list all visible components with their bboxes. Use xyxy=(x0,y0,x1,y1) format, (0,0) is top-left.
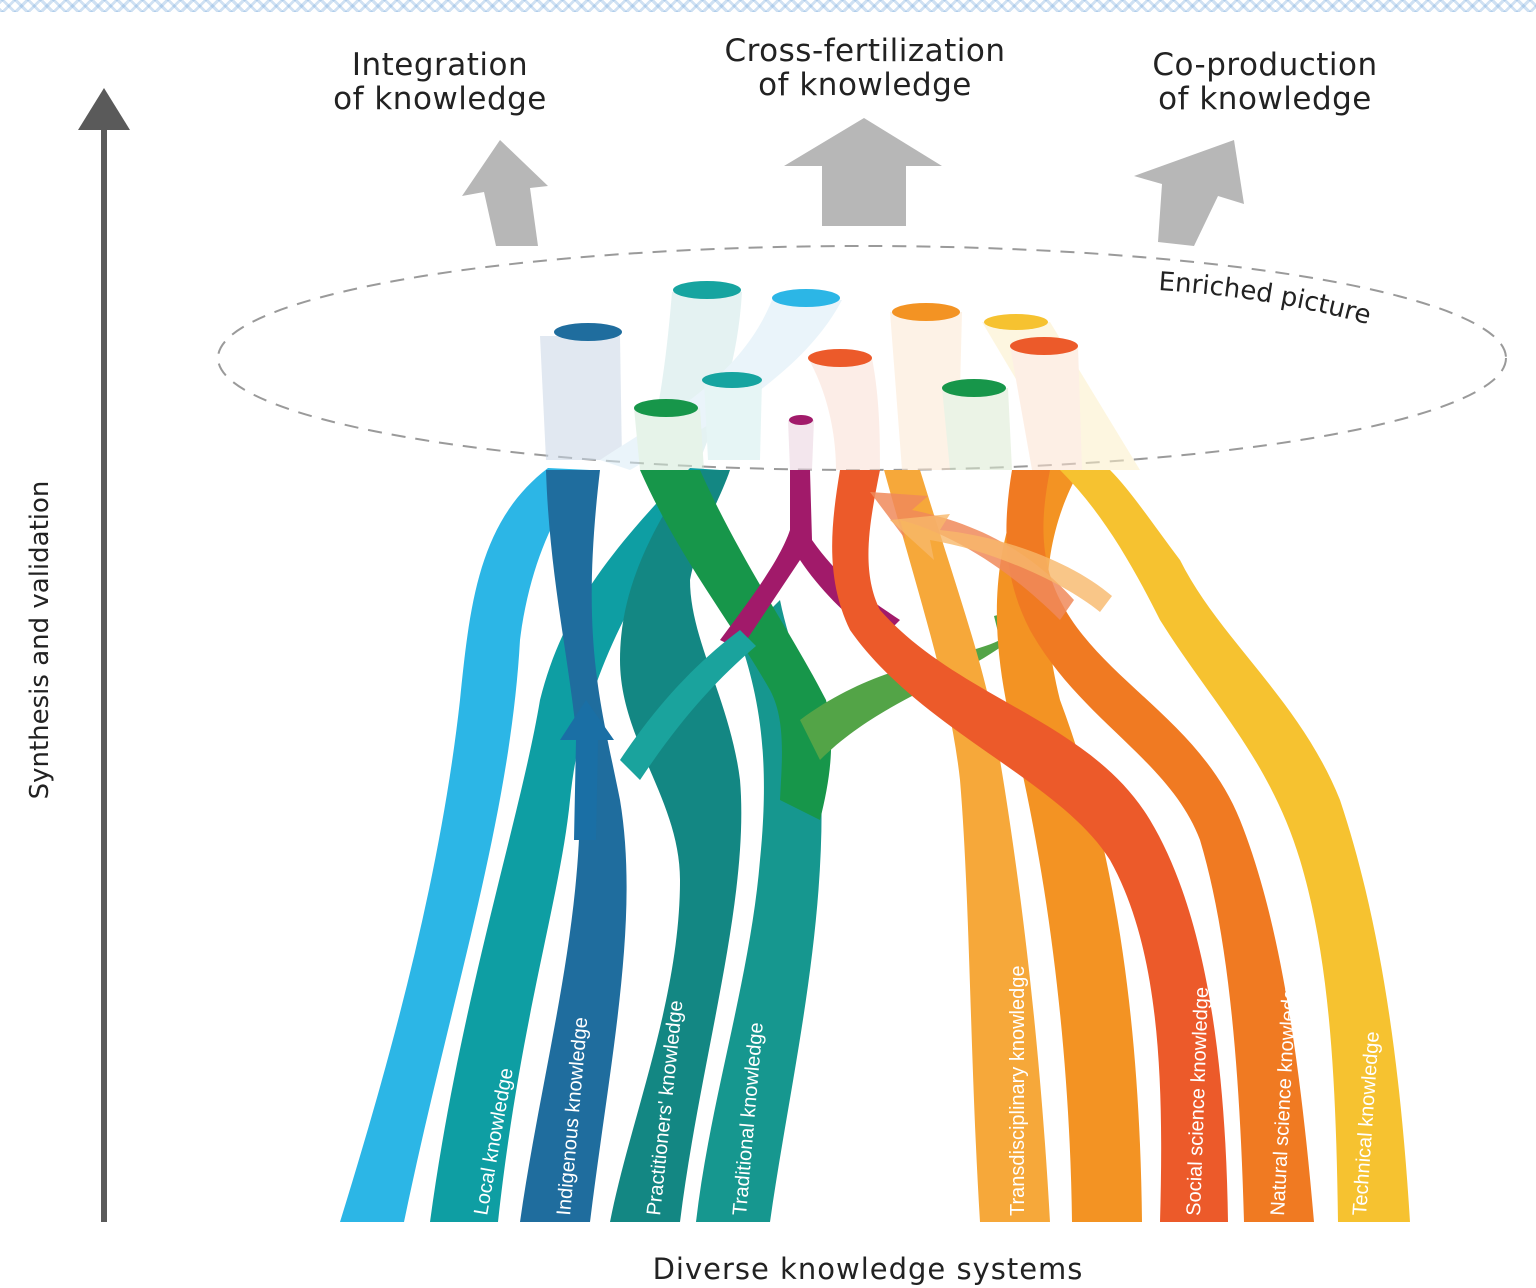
transdisciplinary-knowledge-stream xyxy=(884,470,1050,1222)
stream-caps xyxy=(554,281,1078,425)
integration-of-knowledge-label: Integration of knowledge xyxy=(310,48,570,116)
cross-line1: Cross-fertilization xyxy=(724,33,1006,69)
social-science-knowledge-stream xyxy=(832,470,1228,1222)
synthesis-and-validation-label: Synthesis and validation xyxy=(25,480,55,800)
practitioners-knowledge-stream xyxy=(610,470,742,1222)
coproduction-line2: of knowledge xyxy=(1158,81,1372,117)
transdisciplinary-knowledge-label: Transdisciplinary knowledge xyxy=(1007,966,1029,1217)
sky-blue-stream xyxy=(340,468,590,1222)
light-orange-arrow xyxy=(890,514,1112,612)
integration-up-arrow xyxy=(462,140,548,246)
synthesis-axis-arrow xyxy=(78,88,130,1222)
coproduction-up-arrow xyxy=(1134,140,1244,246)
enriched-picture-ellipse xyxy=(217,245,1507,471)
cross-line2: of knowledge xyxy=(758,67,972,103)
natural-science-knowledge-stream xyxy=(1006,470,1314,1222)
orange-stream xyxy=(996,470,1142,1222)
blue-up-arrow xyxy=(560,700,614,840)
local-knowledge-stream xyxy=(430,468,720,1222)
enriched-picture-label: Enriched picture xyxy=(1158,267,1375,331)
decorative-top-border xyxy=(0,0,1536,12)
technical-knowledge-stream xyxy=(1060,470,1410,1222)
teal-branch-arrow xyxy=(620,630,756,780)
integration-line1: Integration xyxy=(351,47,529,83)
cross-fertilization-of-knowledge-label: Cross-fertilization of knowledge xyxy=(690,34,1040,102)
faded-stream-tops xyxy=(540,292,1140,470)
coproduction-line1: Co-production xyxy=(1152,47,1378,83)
coproduction-of-knowledge-label: Co-production of knowledge xyxy=(1120,48,1410,116)
diverse-knowledge-systems-label: Diverse knowledge systems xyxy=(652,1252,1084,1286)
green-stream xyxy=(640,470,832,820)
integration-line2: of knowledge xyxy=(333,81,547,117)
cross-fertilization-up-arrow xyxy=(784,118,942,226)
indigenous-knowledge-stream xyxy=(520,470,627,1222)
